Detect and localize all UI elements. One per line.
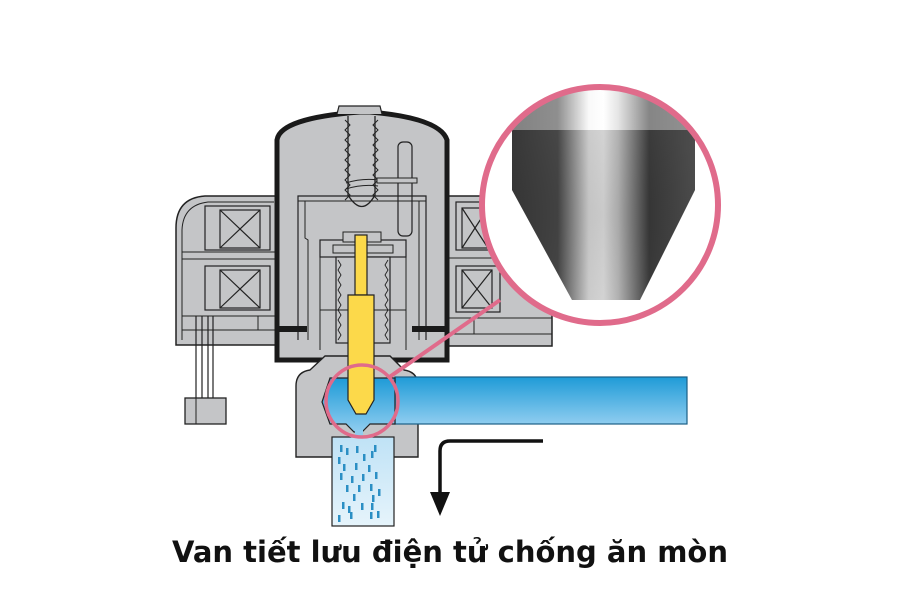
inlet-pipe bbox=[321, 376, 688, 440]
coil-winding-icon bbox=[204, 205, 271, 251]
outlet-spray bbox=[331, 436, 395, 527]
flow-arrow-icon bbox=[430, 439, 543, 516]
connector-plug bbox=[184, 397, 227, 425]
magnifier-callout bbox=[324, 84, 721, 439]
wire-leads bbox=[184, 316, 227, 425]
plunger-needle bbox=[347, 234, 375, 415]
diagram-caption: Van tiết lưu điện tử chống ăn mòn bbox=[172, 535, 728, 569]
coil-winding-icon bbox=[204, 265, 271, 311]
focus-ring bbox=[324, 363, 400, 439]
left-coil-housing bbox=[175, 195, 279, 425]
